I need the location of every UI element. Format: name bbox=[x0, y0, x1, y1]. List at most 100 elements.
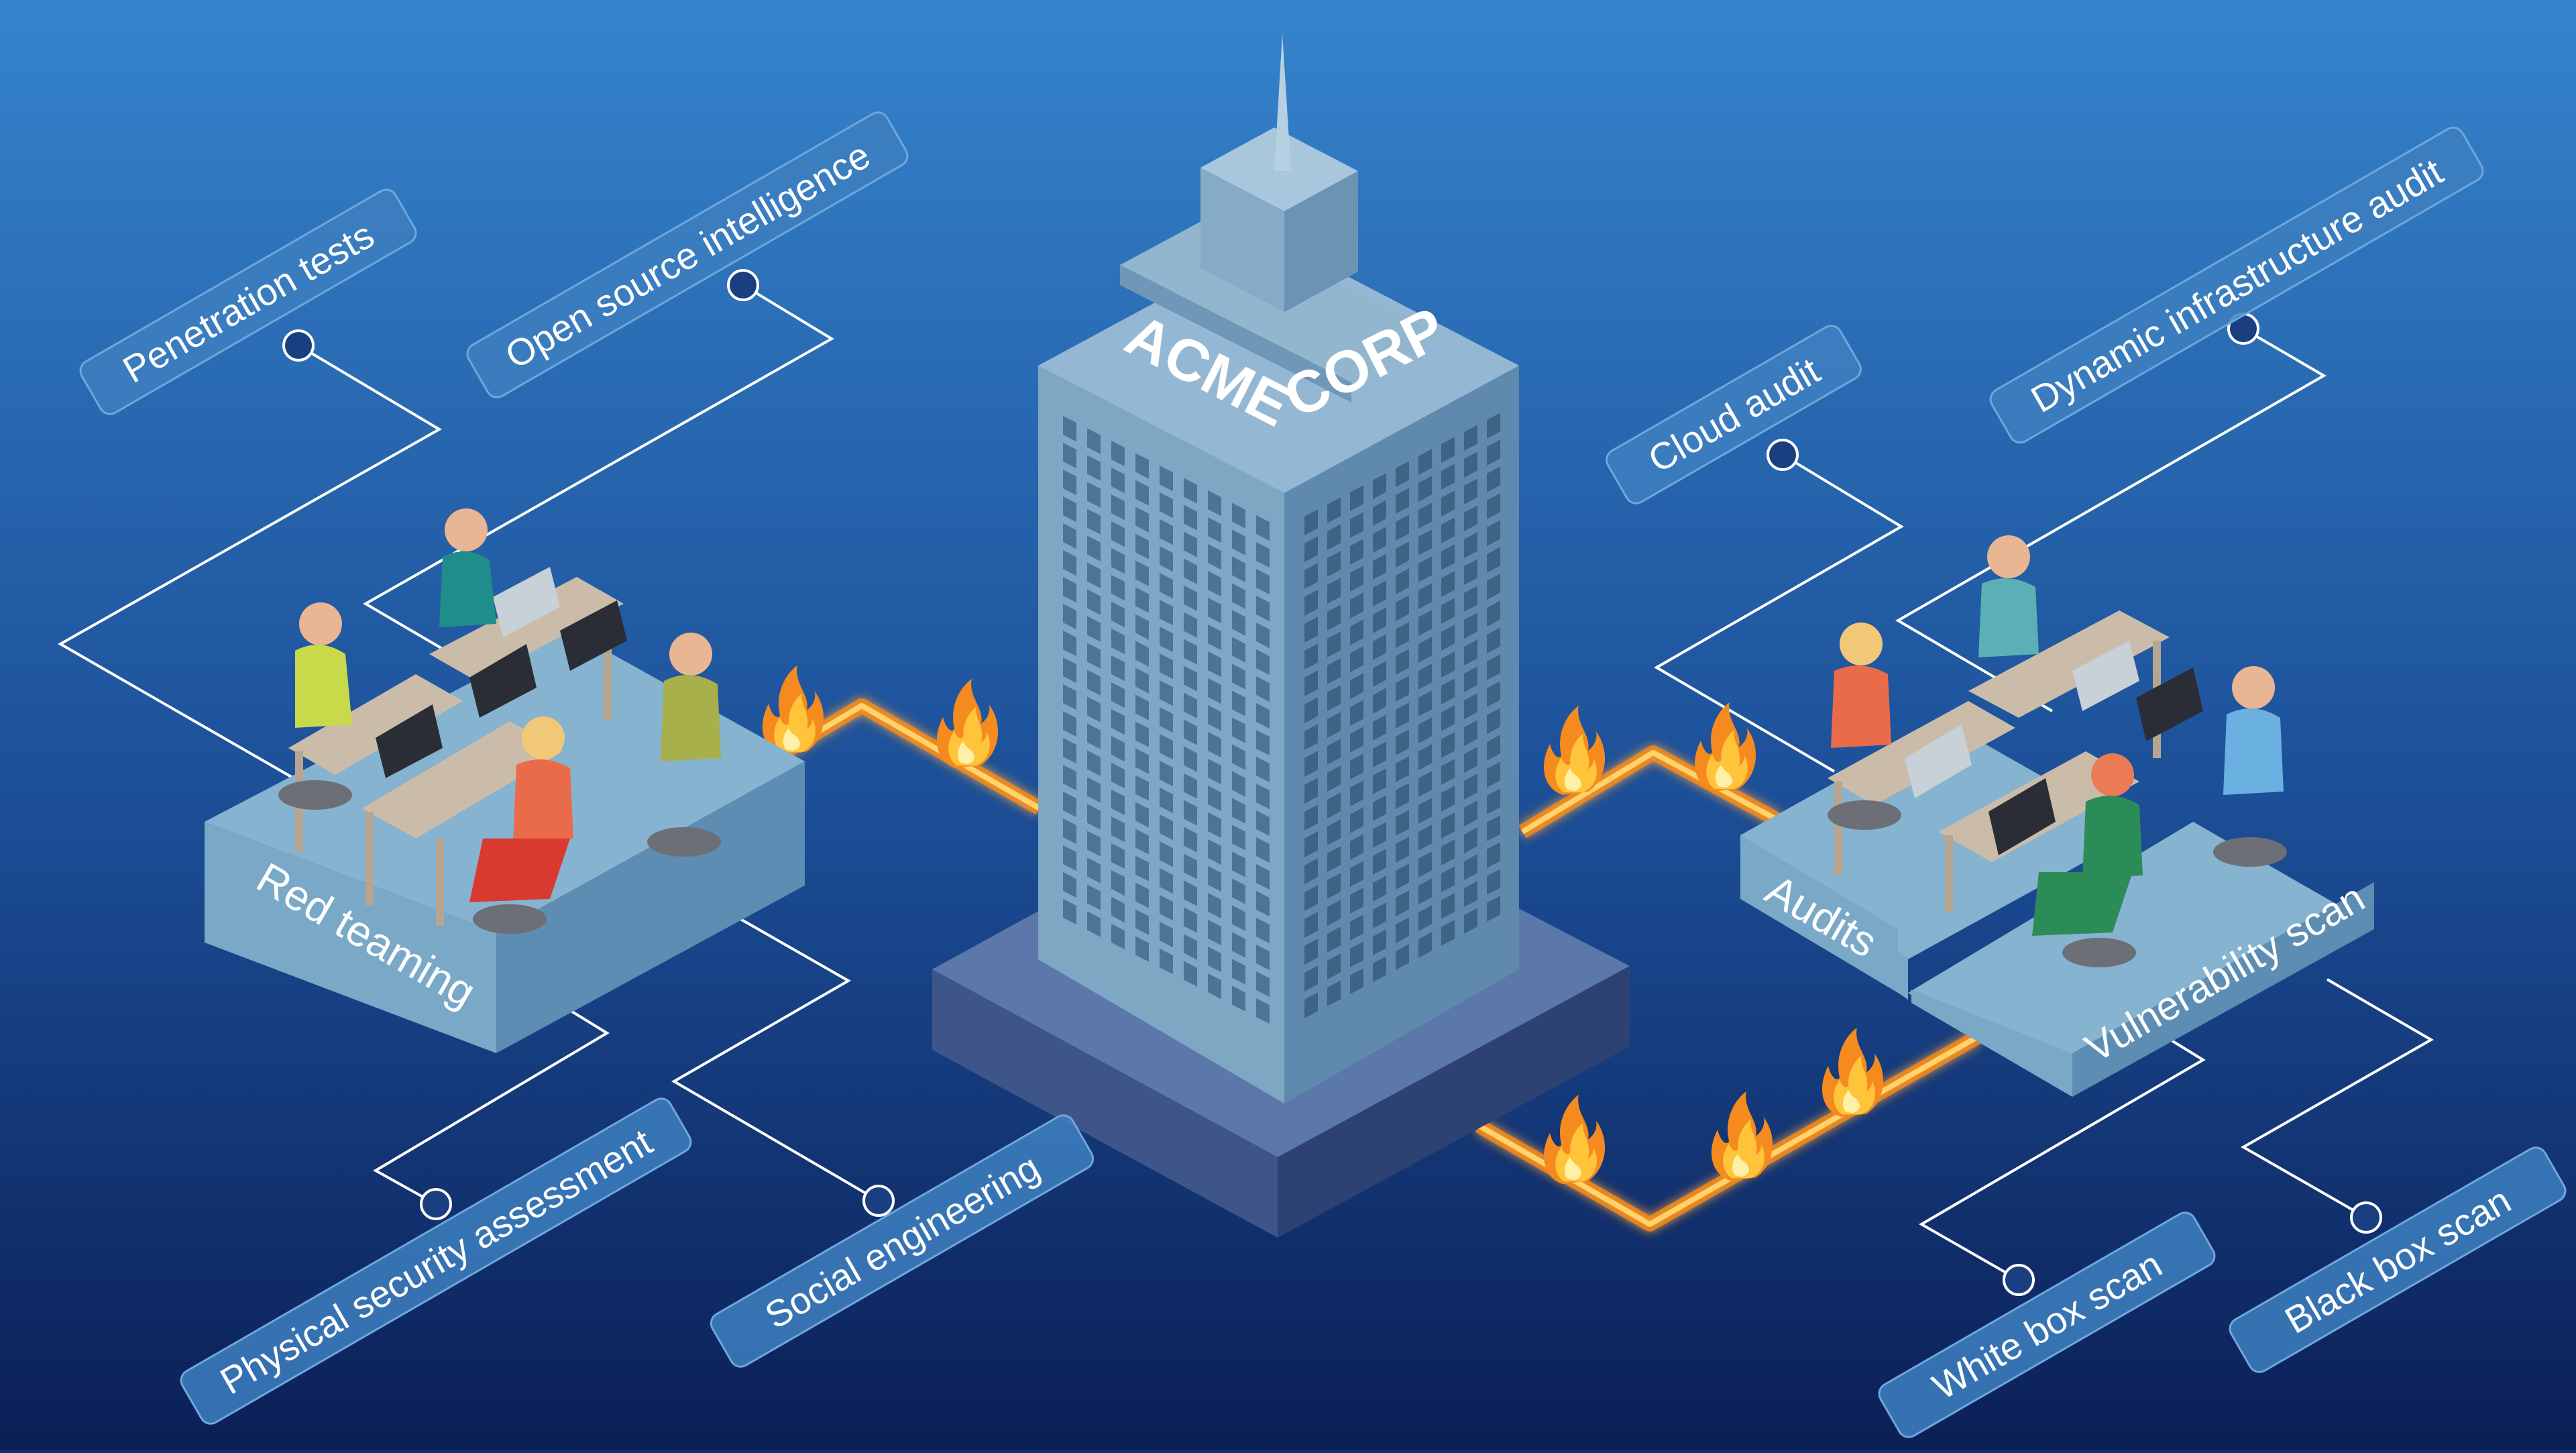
window bbox=[1396, 649, 1409, 675]
window bbox=[1087, 911, 1101, 937]
window bbox=[1256, 569, 1270, 595]
window bbox=[1111, 548, 1125, 574]
chair bbox=[1828, 800, 1901, 830]
window bbox=[1441, 571, 1455, 597]
window bbox=[1487, 815, 1500, 841]
window bbox=[1418, 637, 1432, 663]
window bbox=[1160, 492, 1173, 519]
window bbox=[1063, 765, 1076, 791]
window bbox=[1327, 926, 1341, 953]
window bbox=[1087, 589, 1101, 615]
window bbox=[1160, 466, 1173, 492]
window bbox=[1160, 653, 1173, 680]
window bbox=[1487, 520, 1500, 546]
window bbox=[1373, 875, 1386, 902]
window bbox=[1135, 721, 1149, 747]
window bbox=[1184, 800, 1197, 826]
window bbox=[1441, 920, 1455, 946]
window bbox=[1373, 741, 1386, 767]
window bbox=[1232, 905, 1245, 931]
window bbox=[1373, 661, 1386, 687]
window bbox=[1350, 512, 1363, 538]
window bbox=[1256, 784, 1270, 810]
connector-lines bbox=[57, 284, 2434, 1281]
window bbox=[1327, 846, 1341, 872]
connector-end-social-engineering bbox=[862, 1185, 895, 1217]
window bbox=[1350, 753, 1363, 779]
window bbox=[1396, 488, 1409, 514]
window bbox=[1232, 744, 1245, 770]
window bbox=[1111, 575, 1125, 601]
window bbox=[1327, 900, 1341, 926]
window bbox=[1135, 533, 1149, 559]
desk-leg bbox=[1834, 782, 1842, 875]
chair bbox=[473, 904, 547, 934]
window bbox=[1487, 547, 1500, 573]
window bbox=[1350, 726, 1363, 753]
window bbox=[1111, 629, 1125, 655]
window bbox=[1464, 773, 1477, 800]
window bbox=[1441, 812, 1455, 839]
window bbox=[1304, 751, 1318, 777]
window bbox=[1135, 480, 1149, 506]
window bbox=[1350, 861, 1363, 887]
window bbox=[1111, 843, 1125, 869]
window bbox=[1304, 670, 1318, 696]
window bbox=[1160, 841, 1173, 867]
window bbox=[1464, 908, 1477, 934]
window bbox=[1396, 810, 1409, 836]
window bbox=[1373, 714, 1386, 741]
person-head bbox=[2232, 666, 2275, 709]
window bbox=[1208, 759, 1221, 785]
platform-vuln-top bbox=[1908, 822, 2374, 1093]
window bbox=[1373, 795, 1386, 821]
window bbox=[1208, 705, 1221, 731]
connector-physical-security-assessment bbox=[372, 1005, 610, 1205]
window bbox=[1184, 558, 1197, 584]
person-head bbox=[522, 716, 565, 759]
window bbox=[1160, 707, 1173, 733]
laptop bbox=[2072, 641, 2139, 711]
window bbox=[1327, 980, 1341, 1006]
window bbox=[1373, 688, 1386, 714]
window bbox=[1063, 792, 1076, 818]
window bbox=[1304, 563, 1318, 589]
window bbox=[1418, 851, 1432, 877]
window bbox=[1160, 680, 1173, 706]
window bbox=[1232, 690, 1245, 716]
window bbox=[1208, 517, 1221, 543]
window bbox=[1464, 451, 1477, 478]
connector-end-cloud-audit bbox=[1767, 439, 1799, 471]
window bbox=[1184, 585, 1197, 611]
window bbox=[1087, 455, 1101, 481]
window bbox=[1441, 759, 1455, 785]
window bbox=[1256, 837, 1270, 863]
person-body bbox=[1831, 665, 1891, 748]
window bbox=[1304, 965, 1318, 991]
window bbox=[1063, 657, 1076, 684]
window bbox=[1111, 790, 1125, 816]
window bbox=[1184, 826, 1197, 853]
window bbox=[1087, 508, 1101, 535]
window bbox=[1232, 717, 1245, 743]
window bbox=[1111, 521, 1125, 547]
window bbox=[1232, 663, 1245, 690]
window bbox=[1256, 649, 1270, 676]
window bbox=[1256, 730, 1270, 756]
window bbox=[1135, 614, 1149, 640]
window bbox=[1160, 546, 1173, 572]
window bbox=[1487, 439, 1500, 466]
window bbox=[1464, 827, 1477, 853]
window bbox=[1256, 542, 1270, 568]
window bbox=[1418, 744, 1432, 770]
window bbox=[1256, 891, 1270, 917]
window bbox=[1063, 470, 1076, 496]
window bbox=[1208, 973, 1221, 1000]
window bbox=[1396, 890, 1409, 916]
window bbox=[1464, 425, 1477, 451]
window bbox=[1373, 902, 1386, 928]
person-head bbox=[445, 508, 488, 551]
window bbox=[1487, 627, 1500, 653]
person-body bbox=[2082, 796, 2143, 879]
